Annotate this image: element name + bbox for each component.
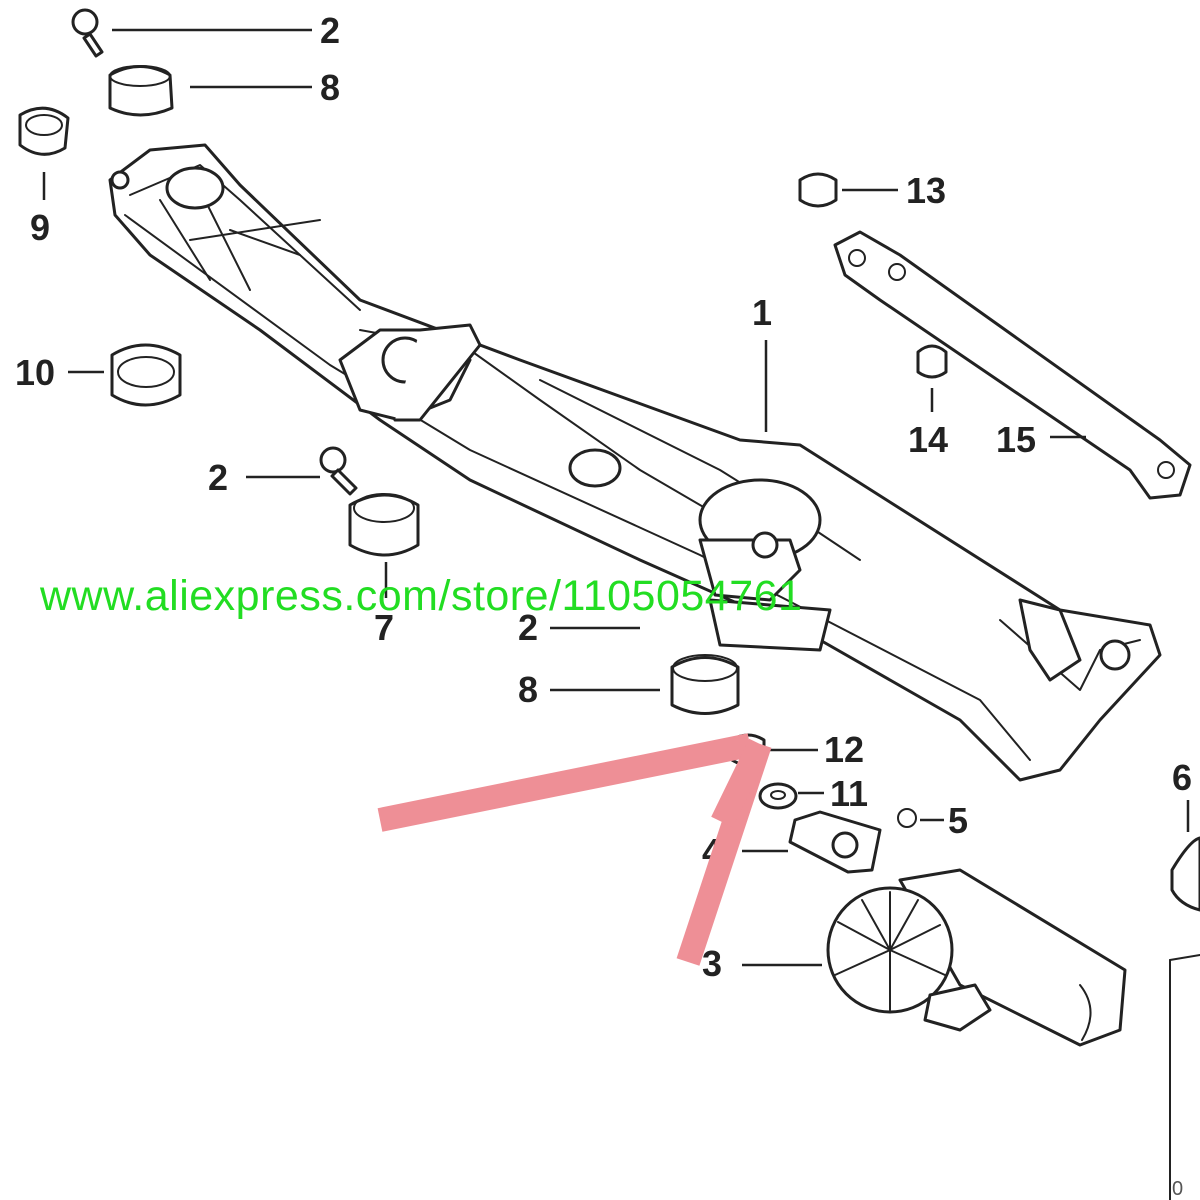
screw-middle [319, 446, 358, 496]
bushing-left [110, 343, 182, 407]
push-rod [833, 230, 1192, 500]
wiper-motor [826, 868, 1127, 1047]
callout-numbers: 2 8 9 13 1 10 14 15 2 7 2 8 12 11 6 5 4 … [15, 10, 1192, 1200]
pink-arrow-icon [377, 733, 772, 966]
callout-2-top: 2 [320, 10, 340, 51]
washer-11 [758, 782, 798, 810]
callout-6: 6 [1172, 757, 1192, 798]
corner-text: 0 [1172, 1178, 1183, 1200]
callout-8-top: 8 [320, 67, 340, 108]
callout-8-lower: 8 [518, 669, 538, 710]
partial-part-6 [1169, 836, 1200, 1200]
crank-arm [788, 810, 882, 874]
callout-7: 7 [374, 607, 394, 648]
bushing-top [108, 65, 174, 117]
arrow-head-lower-stroke [711, 738, 771, 828]
callout-13: 13 [906, 170, 946, 211]
callout-9: 9 [30, 207, 50, 248]
callout-2-lower: 2 [518, 607, 538, 648]
bushing-lower [670, 654, 740, 715]
callout-12: 12 [824, 729, 864, 770]
nut-13 [798, 172, 838, 208]
wiper-frame [108, 143, 1162, 782]
callout-3: 3 [702, 943, 722, 984]
callout-1: 1 [752, 292, 772, 333]
screw-5 [897, 808, 917, 828]
ring-left [18, 106, 70, 156]
callout-14: 14 [908, 419, 948, 460]
nut-14 [916, 344, 948, 379]
callout-10: 10 [15, 352, 55, 393]
callout-11: 11 [830, 773, 868, 814]
leader-lines [42, 28, 1190, 967]
callout-5: 5 [948, 800, 968, 841]
callout-2-middle: 2 [208, 457, 228, 498]
screw-top [71, 8, 104, 58]
watermark-url: www.aliexpress.com/store/1105054761 [40, 572, 803, 620]
callout-15: 15 [996, 419, 1036, 460]
bushing-middle [348, 493, 420, 557]
